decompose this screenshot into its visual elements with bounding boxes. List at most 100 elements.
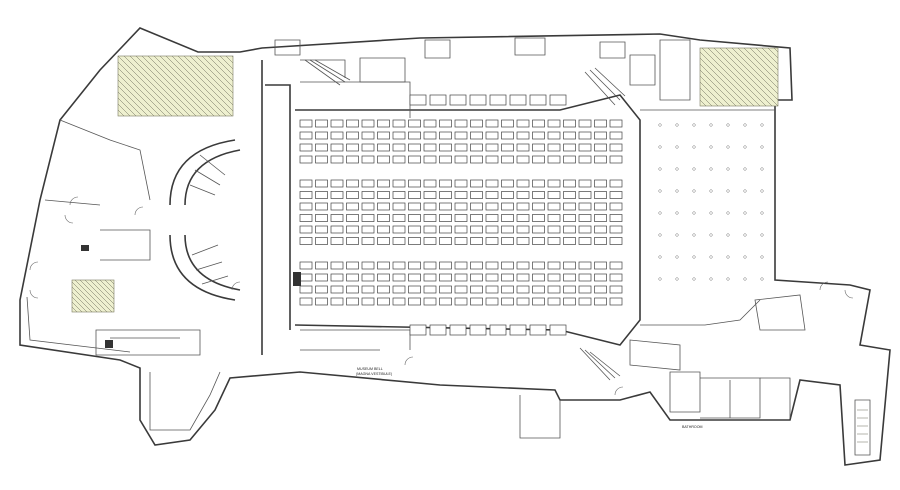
seat [594,297,607,306]
column [658,233,662,237]
seat [454,179,468,188]
seat [377,119,390,128]
seat [516,237,530,245]
seat [361,155,375,164]
seat [299,237,313,245]
stair-hatch [761,47,779,65]
seat [299,285,313,294]
seat [346,119,359,128]
seat [563,237,576,245]
seat [392,179,406,188]
seat [470,119,483,128]
seat [423,131,437,140]
stair-hatch [147,55,209,117]
seat [439,237,452,245]
column [692,277,696,281]
seat [330,273,344,282]
seat [470,155,483,164]
seat [346,214,359,222]
seat [594,143,607,152]
stair-hatch [117,97,137,117]
seat [594,261,607,270]
seat [485,285,499,294]
seat [392,285,406,294]
seat [516,155,530,164]
seat [439,179,452,188]
column [692,255,696,259]
seat [346,237,359,245]
seat [563,119,576,128]
pew [409,324,427,336]
seat [516,297,530,306]
stair-hatch [109,279,115,285]
seat [485,131,499,140]
seat [501,285,514,294]
seat [423,225,437,234]
seat [346,202,359,211]
seat [609,143,623,152]
seat [392,143,406,152]
seat [346,143,359,152]
seat [346,297,359,306]
column [709,145,713,149]
seat [361,237,375,245]
column [709,167,713,171]
seat [609,297,623,306]
seat [594,273,607,282]
column [658,123,662,127]
left-curved-hall [169,139,241,301]
equipment-mark [81,245,89,251]
seat [408,119,421,128]
seat [346,225,359,234]
seat [454,225,468,234]
seat [470,225,483,234]
stair-hatch [183,55,234,106]
column [709,211,713,215]
stair-hatch [699,63,743,107]
seat [485,155,499,164]
seat [547,237,561,245]
seat [609,179,623,188]
stair-hatch [104,279,115,290]
column [743,277,747,281]
seat [516,179,530,188]
seat [361,261,375,270]
seat [423,155,437,164]
seat [594,214,607,222]
pew [549,94,567,106]
seat [439,297,452,306]
seat [470,131,483,140]
column [675,277,679,281]
stair-hatch [699,69,737,107]
pew [429,94,447,106]
column [709,123,713,127]
seat [330,225,344,234]
pew [469,94,487,106]
seat [578,191,592,199]
seat [594,179,607,188]
seat [408,237,421,245]
stair-hatch [699,75,731,107]
seat [361,119,375,128]
seat [392,155,406,164]
seat [532,119,545,128]
seat [609,119,623,128]
seat [501,237,514,245]
seat [377,285,390,294]
column [726,123,730,127]
seat [470,179,483,188]
seat [609,225,623,234]
pew [529,324,547,336]
seat [532,273,545,282]
seat [330,119,344,128]
equipment-mark [105,340,113,348]
seat [532,131,545,140]
stair-hatch [117,61,173,117]
stair-hatch [117,55,179,117]
seat [423,285,437,294]
seat [330,191,344,199]
seating-block-main [299,179,623,245]
seat [470,237,483,245]
seat [315,237,328,245]
seat [315,179,328,188]
